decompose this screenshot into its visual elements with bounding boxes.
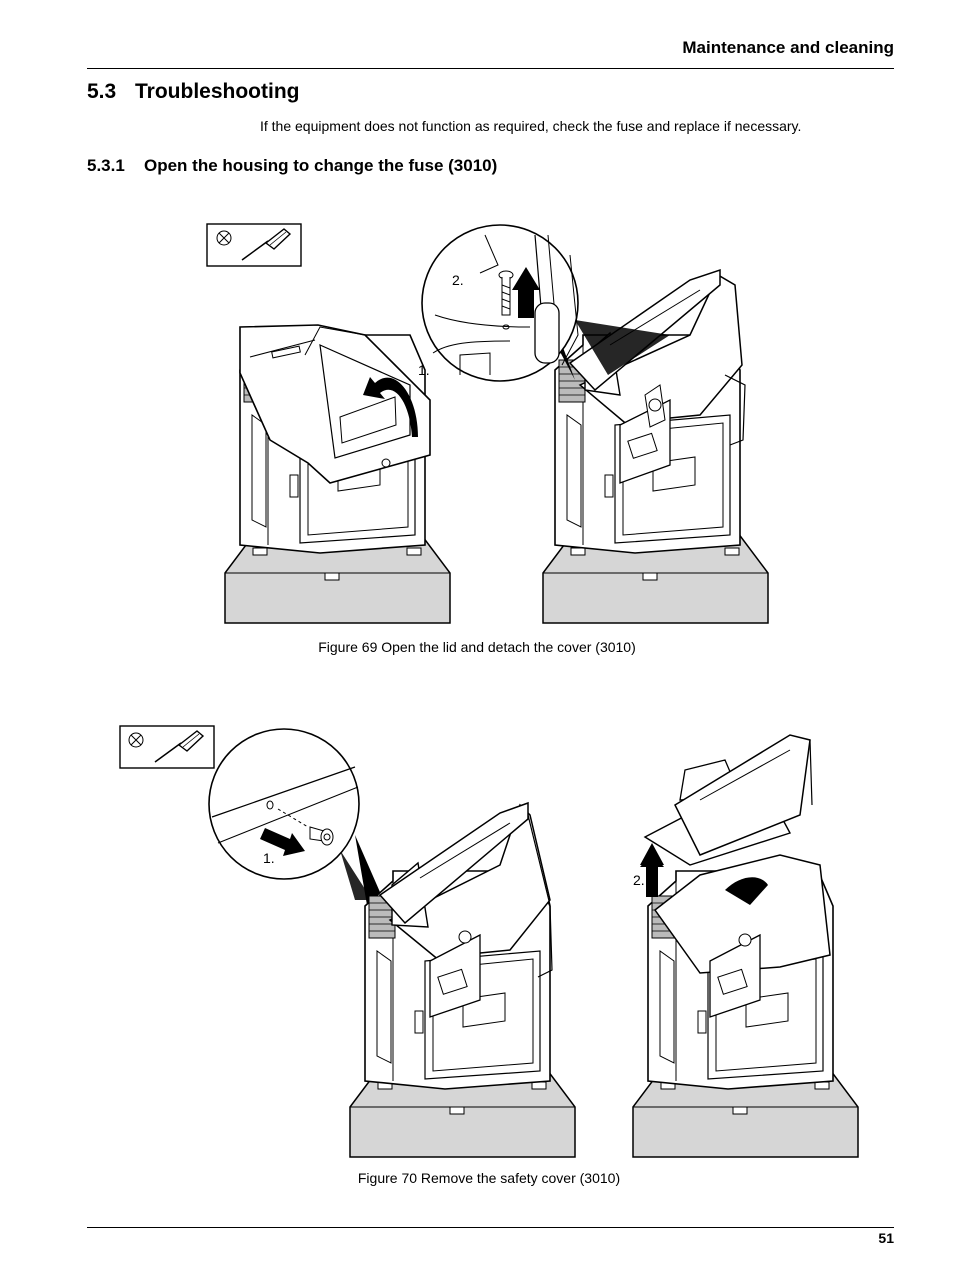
footer-rule <box>87 1227 894 1228</box>
figure-70-caption: Figure 70 Remove the safety cover (3010) <box>357 1170 621 1186</box>
section-intro: If the equipment does not function as re… <box>260 118 802 134</box>
subsection-number: 5.3.1 <box>87 156 125 175</box>
screw-icon <box>309 826 334 846</box>
screw-icon <box>498 270 514 330</box>
subsection-title: Open the housing to change the fuse (301… <box>144 156 498 175</box>
figure-69-step-1: 1. <box>418 362 430 378</box>
figure-69-caption: Figure 69 Open the lid and detach the co… <box>318 639 636 655</box>
page-number: 51 <box>878 1230 894 1246</box>
arrow-icon <box>363 377 418 437</box>
screwdriver-icon <box>206 223 302 267</box>
header-rule <box>87 68 894 69</box>
cross-head-icon <box>128 732 144 748</box>
figure-70-step-2: 2. <box>633 872 645 888</box>
section-title: Troubleshooting <box>135 80 300 103</box>
figure-70-illustration: 1. 2. <box>119 725 859 1158</box>
figure-69-step-2: 2. <box>452 272 464 288</box>
screwdriver-icon <box>119 725 215 769</box>
figure-69-illustration: 1. 2. <box>206 223 769 624</box>
section-number: 5.3 <box>87 80 117 103</box>
subsection-heading: 5.3.1 Open the housing to change the fuse… <box>87 156 497 176</box>
section-heading: 5.3 Troubleshooting <box>87 80 299 104</box>
running-header: Maintenance and cleaning <box>682 38 894 57</box>
figure-70-step-1: 1. <box>263 850 275 866</box>
cross-head-icon <box>216 230 232 246</box>
